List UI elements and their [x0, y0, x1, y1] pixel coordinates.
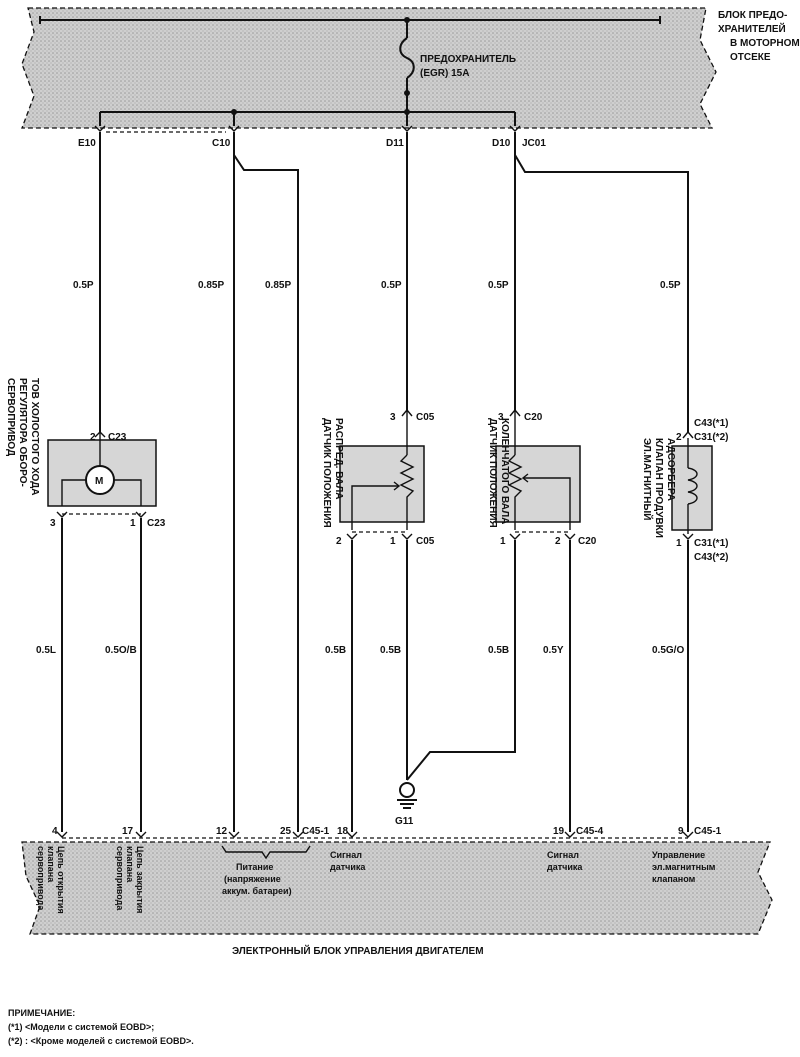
crank-pin-left: 1	[500, 536, 506, 547]
ecu-label-signal-cam: Сигнал датчика	[330, 850, 366, 872]
ecu-pin-17: 17	[122, 826, 134, 837]
ecu-box	[21, 841, 773, 935]
cam-pin-top: 3	[390, 412, 396, 423]
notes-header: ПРИМЕЧАНИЕ:	[8, 1008, 75, 1018]
ecu-label-open-circuit: Цепь открытия клапана сервопривода	[36, 846, 66, 916]
valve-pin-bottom: 1	[676, 538, 682, 549]
wire-label-c10a: 0.85P	[198, 280, 224, 291]
servo-pin-right: 1	[130, 518, 136, 529]
connector-e10: E10	[78, 138, 96, 149]
connector-c10: C10	[212, 138, 231, 149]
crank-pin-right: 2	[555, 536, 561, 547]
servo-name: СЕРВОПРИВОД РЕГУЛЯТОРА ОБОРО- ТОВ ХОЛОСТ…	[5, 378, 40, 495]
note-2: (*2) : <Кроме моделей с системой EOBD>.	[8, 1036, 194, 1046]
ecu-label-power: Питание (напряжение аккум. батареи)	[222, 862, 292, 896]
ecu-pin-19: 19	[553, 826, 565, 837]
idle-servo: M	[47, 431, 157, 518]
wire-label-d11: 0.5P	[381, 280, 402, 291]
ecu-pin-9: 9	[678, 826, 684, 837]
crank-pin-top: 3	[498, 412, 504, 423]
valve-connector-bottom-2: C43(*2)	[694, 552, 728, 563]
cam-pin-right: 1	[390, 536, 396, 547]
wire-label-cam-ground: 0.5B	[380, 645, 401, 656]
valve-connector-top-1: C43(*1)	[694, 418, 728, 429]
ecu-pin-4: 4	[52, 826, 58, 837]
wires	[61, 132, 689, 832]
wire-label-crank-ground: 0.5B	[488, 645, 509, 656]
wire-label-close: 0.5O/B	[105, 645, 137, 656]
motor-symbol: M	[95, 476, 103, 487]
cam-connector-top: C05	[416, 412, 435, 423]
ground-label: G11	[395, 816, 414, 827]
wire-label-d10: 0.5P	[488, 280, 509, 291]
wire-label-valve: 0.5G/O	[652, 645, 684, 656]
valve-connector-top-2: C31(*2)	[694, 432, 728, 443]
ecu-connector-c454: C45-4	[576, 826, 604, 837]
servo-pin-top: 2	[90, 432, 96, 443]
fuse-symbol	[399, 37, 415, 79]
cam-connector-bottom: C05	[416, 536, 435, 547]
ecu-label-signal-crank: Сигнал датчика	[547, 850, 583, 872]
purge-valve-name: ЭЛ.МАГНИТНЫЙ КЛАПАН ПРОДУВКИ АДСОРБЕРА	[641, 438, 676, 541]
servo-pin-left: 3	[50, 518, 56, 529]
wire-label-e10: 0.5P	[73, 280, 94, 291]
ecu-connector-c451-left: C45-1	[302, 826, 330, 837]
ecu-pin-markers	[56, 831, 694, 838]
purge-valve	[671, 430, 713, 540]
ecu-connector-c451-right: C45-1	[694, 826, 722, 837]
power-bracket	[221, 845, 311, 860]
connector-d11: D11	[386, 138, 404, 149]
connector-d10: D10	[492, 138, 511, 149]
wire-label-c10b: 0.85P	[265, 280, 291, 291]
ecu-pin-12: 12	[216, 826, 228, 837]
fuse-box-bus: ПРЕДОХРАНИТЕЛЬ (EGR) 15A	[39, 16, 661, 126]
ecu-title: ЭЛЕКТРОННЫЙ БЛОК УПРАВЛЕНИЯ ДВИГАТЕЛЕМ	[232, 944, 484, 957]
ecu-pin-25: 25	[280, 826, 292, 837]
crankshaft-sensor-name: ДАТЧИК ПОЛОЖЕНИЯ КОЛЕНЧАТОГО ВАЛА	[487, 418, 510, 531]
crank-connector-top: C20	[524, 412, 543, 423]
fuse-box: БЛОК ПРЕДО- ХРАНИТЕЛЕЙ В МОТОРНОМ ОТСЕКЕ	[21, 7, 800, 129]
servo-connector-bottom: C23	[147, 518, 166, 529]
ecu-label-close-circuit: Цепь закрытия клапана сервопривода	[115, 846, 145, 916]
ecu-pin-18: 18	[337, 826, 349, 837]
crankshaft-sensor	[495, 408, 581, 540]
cam-pin-left: 2	[336, 536, 342, 547]
note-1: (*1) <Модели с системой EOBD>;	[8, 1022, 154, 1032]
crank-connector-bottom: C20	[578, 536, 597, 547]
connector-jc01: JC01	[522, 138, 546, 149]
camshaft-sensor-name: ДАТЧИК ПОЛОЖЕНИЯ РАСПРЕД. ВАЛА	[321, 418, 344, 531]
wire-label-cam-signal: 0.5B	[325, 645, 346, 656]
valve-pin-top: 2	[676, 432, 682, 443]
ground-symbol	[397, 782, 417, 809]
fuse-label: ПРЕДОХРАНИТЕЛЬ (EGR) 15A	[420, 54, 519, 79]
top-connectors	[94, 125, 521, 132]
servo-connector-top: C23	[108, 432, 127, 443]
wire-label-jc01: 0.5P	[660, 280, 681, 291]
fuse-box-title: БЛОК ПРЕДО- ХРАНИТЕЛЕЙ В МОТОРНОМ ОТСЕКЕ	[718, 10, 800, 63]
valve-connector-bottom-1: C31(*1)	[694, 538, 728, 549]
camshaft-sensor	[339, 408, 425, 540]
wire-label-open: 0.5L	[36, 645, 56, 656]
ecu-label-valve-control: Управление эл.магнитным клапаном	[652, 850, 718, 884]
wire-label-crank-signal: 0.5Y	[543, 645, 564, 656]
